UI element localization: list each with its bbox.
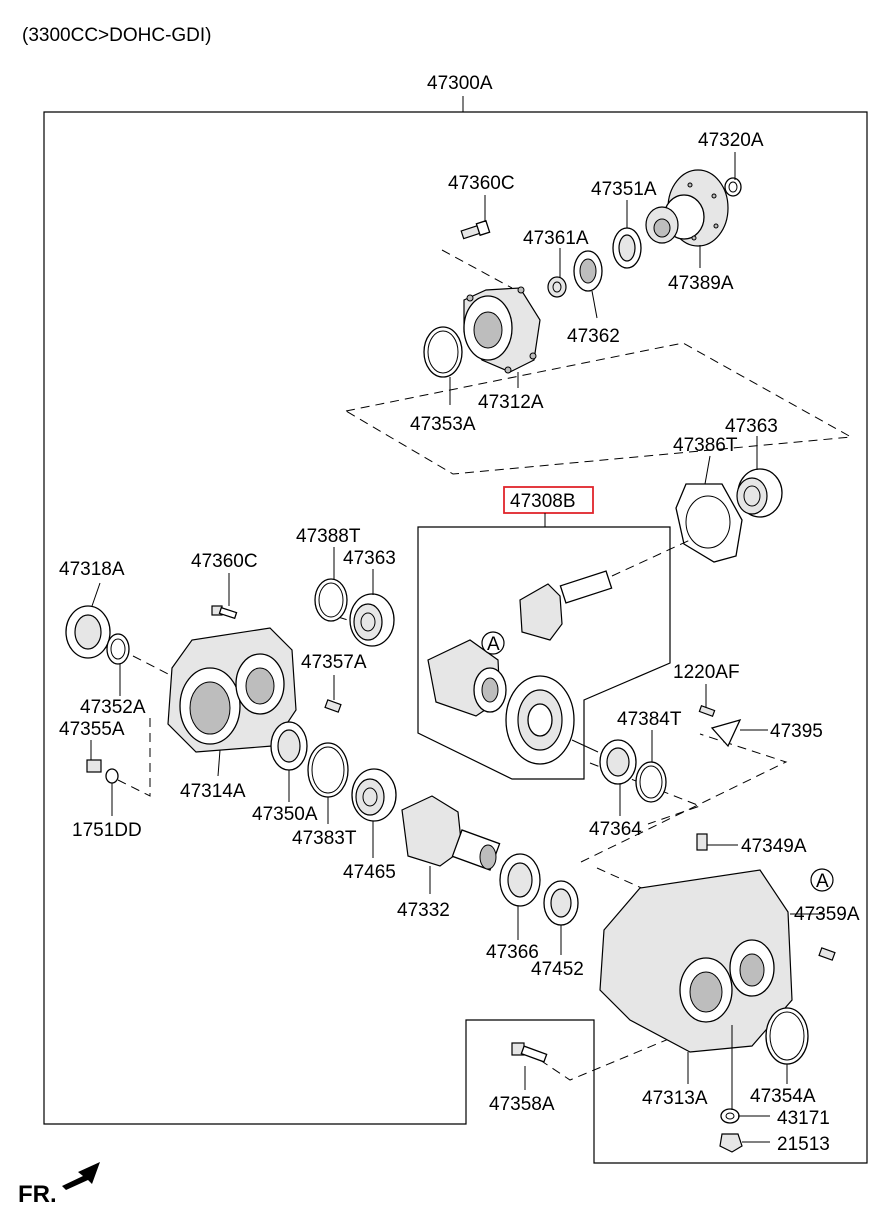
label-47352A[interactable]: 47352A — [80, 697, 146, 718]
label-47395[interactable]: 47395 — [770, 721, 823, 742]
bolt-47360C-top[interactable] — [460, 219, 491, 240]
label-47360C-mid[interactable]: 47360C — [191, 551, 258, 572]
label-47355A[interactable]: 47355A — [59, 719, 125, 740]
label-47366[interactable]: 47366 — [486, 942, 539, 963]
companion-flange-47389A[interactable] — [645, 169, 729, 247]
dowel-pin-47359A[interactable] — [818, 947, 836, 961]
bolt-47360C-mid[interactable] — [211, 605, 238, 620]
label-47308B[interactable]: 47308B — [510, 491, 576, 512]
bearing-47465[interactable] — [351, 768, 397, 822]
label-47386T[interactable]: 47386T — [673, 435, 738, 456]
upper-group-outline — [344, 342, 853, 475]
label-47362[interactable]: 47362 — [567, 326, 620, 347]
label-47389A[interactable]: 47389A — [668, 273, 734, 294]
bearing-47366[interactable] — [499, 853, 541, 907]
oil-seal-47350A[interactable] — [270, 721, 308, 771]
label-1220AF[interactable]: 1220AF — [673, 662, 740, 683]
bearing-47362[interactable] — [573, 250, 603, 292]
bearing-47363-top[interactable] — [736, 468, 783, 518]
oil-seal-47452[interactable] — [543, 880, 579, 926]
o-ring-47353A[interactable] — [423, 326, 463, 378]
label-43171[interactable]: 43171 — [777, 1108, 830, 1129]
engine-note: (3300CC>DOHC-GDI) — [22, 25, 212, 46]
label-47358A[interactable]: 47358A — [489, 1094, 555, 1115]
label-1751DD[interactable]: 1751DD — [72, 820, 142, 841]
ring-gear[interactable] — [427, 639, 507, 717]
label-47332[interactable]: 47332 — [397, 900, 450, 921]
bracket-47395[interactable] — [710, 718, 742, 748]
snap-ring-47352A[interactable] — [106, 633, 130, 665]
label-47361A[interactable]: 47361A — [523, 228, 589, 249]
label-47465[interactable]: 47465 — [343, 862, 396, 883]
label-47388T[interactable]: 47388T — [296, 526, 361, 547]
breather-47349A[interactable] — [696, 833, 708, 851]
shim-gasket-47386T[interactable] — [675, 483, 743, 563]
label-47357A[interactable]: 47357A — [301, 652, 367, 673]
assembly-frame — [43, 111, 868, 1164]
transfer-cover-47314A[interactable] — [167, 627, 297, 753]
lock-nut-47320A[interactable] — [724, 177, 742, 197]
oil-seal-47318A[interactable] — [65, 605, 111, 659]
front-direction-label: FR. — [18, 1181, 57, 1208]
label-47363-top[interactable]: 47363 — [725, 416, 778, 437]
label-47363-mid[interactable]: 47363 — [343, 548, 396, 569]
ref-marker-a-lower: A — [810, 868, 834, 892]
label-47353A[interactable]: 47353A — [410, 414, 476, 435]
bearing-47363-mid[interactable] — [349, 593, 395, 647]
shim-47384T[interactable] — [635, 761, 667, 803]
spacer-47361A[interactable] — [547, 276, 567, 298]
label-47351A[interactable]: 47351A — [591, 179, 657, 200]
svg-text:A: A — [816, 871, 829, 892]
label-47364[interactable]: 47364 — [589, 819, 642, 840]
gasket-43171[interactable] — [720, 1108, 740, 1124]
drive-pinion-gear[interactable] — [519, 570, 613, 641]
shim-47388T[interactable] — [314, 578, 348, 622]
label-47354A[interactable]: 47354A — [750, 1086, 816, 1107]
label-47360C-top[interactable]: 47360C — [448, 173, 515, 194]
label-47349A[interactable]: 47349A — [741, 836, 807, 857]
bearing-47364[interactable] — [599, 739, 637, 785]
label-47350A[interactable]: 47350A — [252, 804, 318, 825]
svg-text:A: A — [487, 634, 500, 655]
bolt-47358A[interactable] — [511, 1042, 548, 1063]
differential-bearing[interactable] — [505, 675, 575, 765]
label-47384T[interactable]: 47384T — [617, 709, 682, 730]
retainer-47312A[interactable] — [463, 286, 541, 374]
label-21513[interactable]: 21513 — [777, 1134, 830, 1155]
washer-1751DD[interactable] — [105, 768, 119, 784]
assembly-label[interactable]: 47300A — [427, 73, 493, 94]
transfer-case-47313A[interactable] — [599, 869, 793, 1053]
drain-plug-21513[interactable] — [719, 1133, 743, 1153]
label-47452[interactable]: 47452 — [531, 959, 584, 980]
highlight-box-47308B — [503, 486, 594, 514]
label-47313A[interactable]: 47313A — [642, 1088, 708, 1109]
front-direction-arrow-icon — [62, 1162, 100, 1190]
label-47318A[interactable]: 47318A — [59, 559, 125, 580]
label-47359A[interactable]: 47359A — [794, 904, 860, 925]
oil-seal-47351A[interactable] — [612, 227, 642, 269]
ref-marker-a-upper: A — [481, 631, 505, 655]
dowel-pin-47357A[interactable] — [324, 699, 342, 713]
shim-47383T[interactable] — [307, 742, 349, 798]
gear-47332[interactable] — [401, 795, 501, 871]
o-ring-47354A[interactable] — [765, 1007, 809, 1065]
bolt-1220AF[interactable] — [698, 705, 716, 717]
label-47320A[interactable]: 47320A — [698, 130, 764, 151]
label-47314A[interactable]: 47314A — [180, 781, 246, 802]
label-47383T[interactable]: 47383T — [292, 828, 357, 849]
plug-47355A[interactable] — [86, 759, 102, 773]
label-47312A[interactable]: 47312A — [478, 392, 544, 413]
